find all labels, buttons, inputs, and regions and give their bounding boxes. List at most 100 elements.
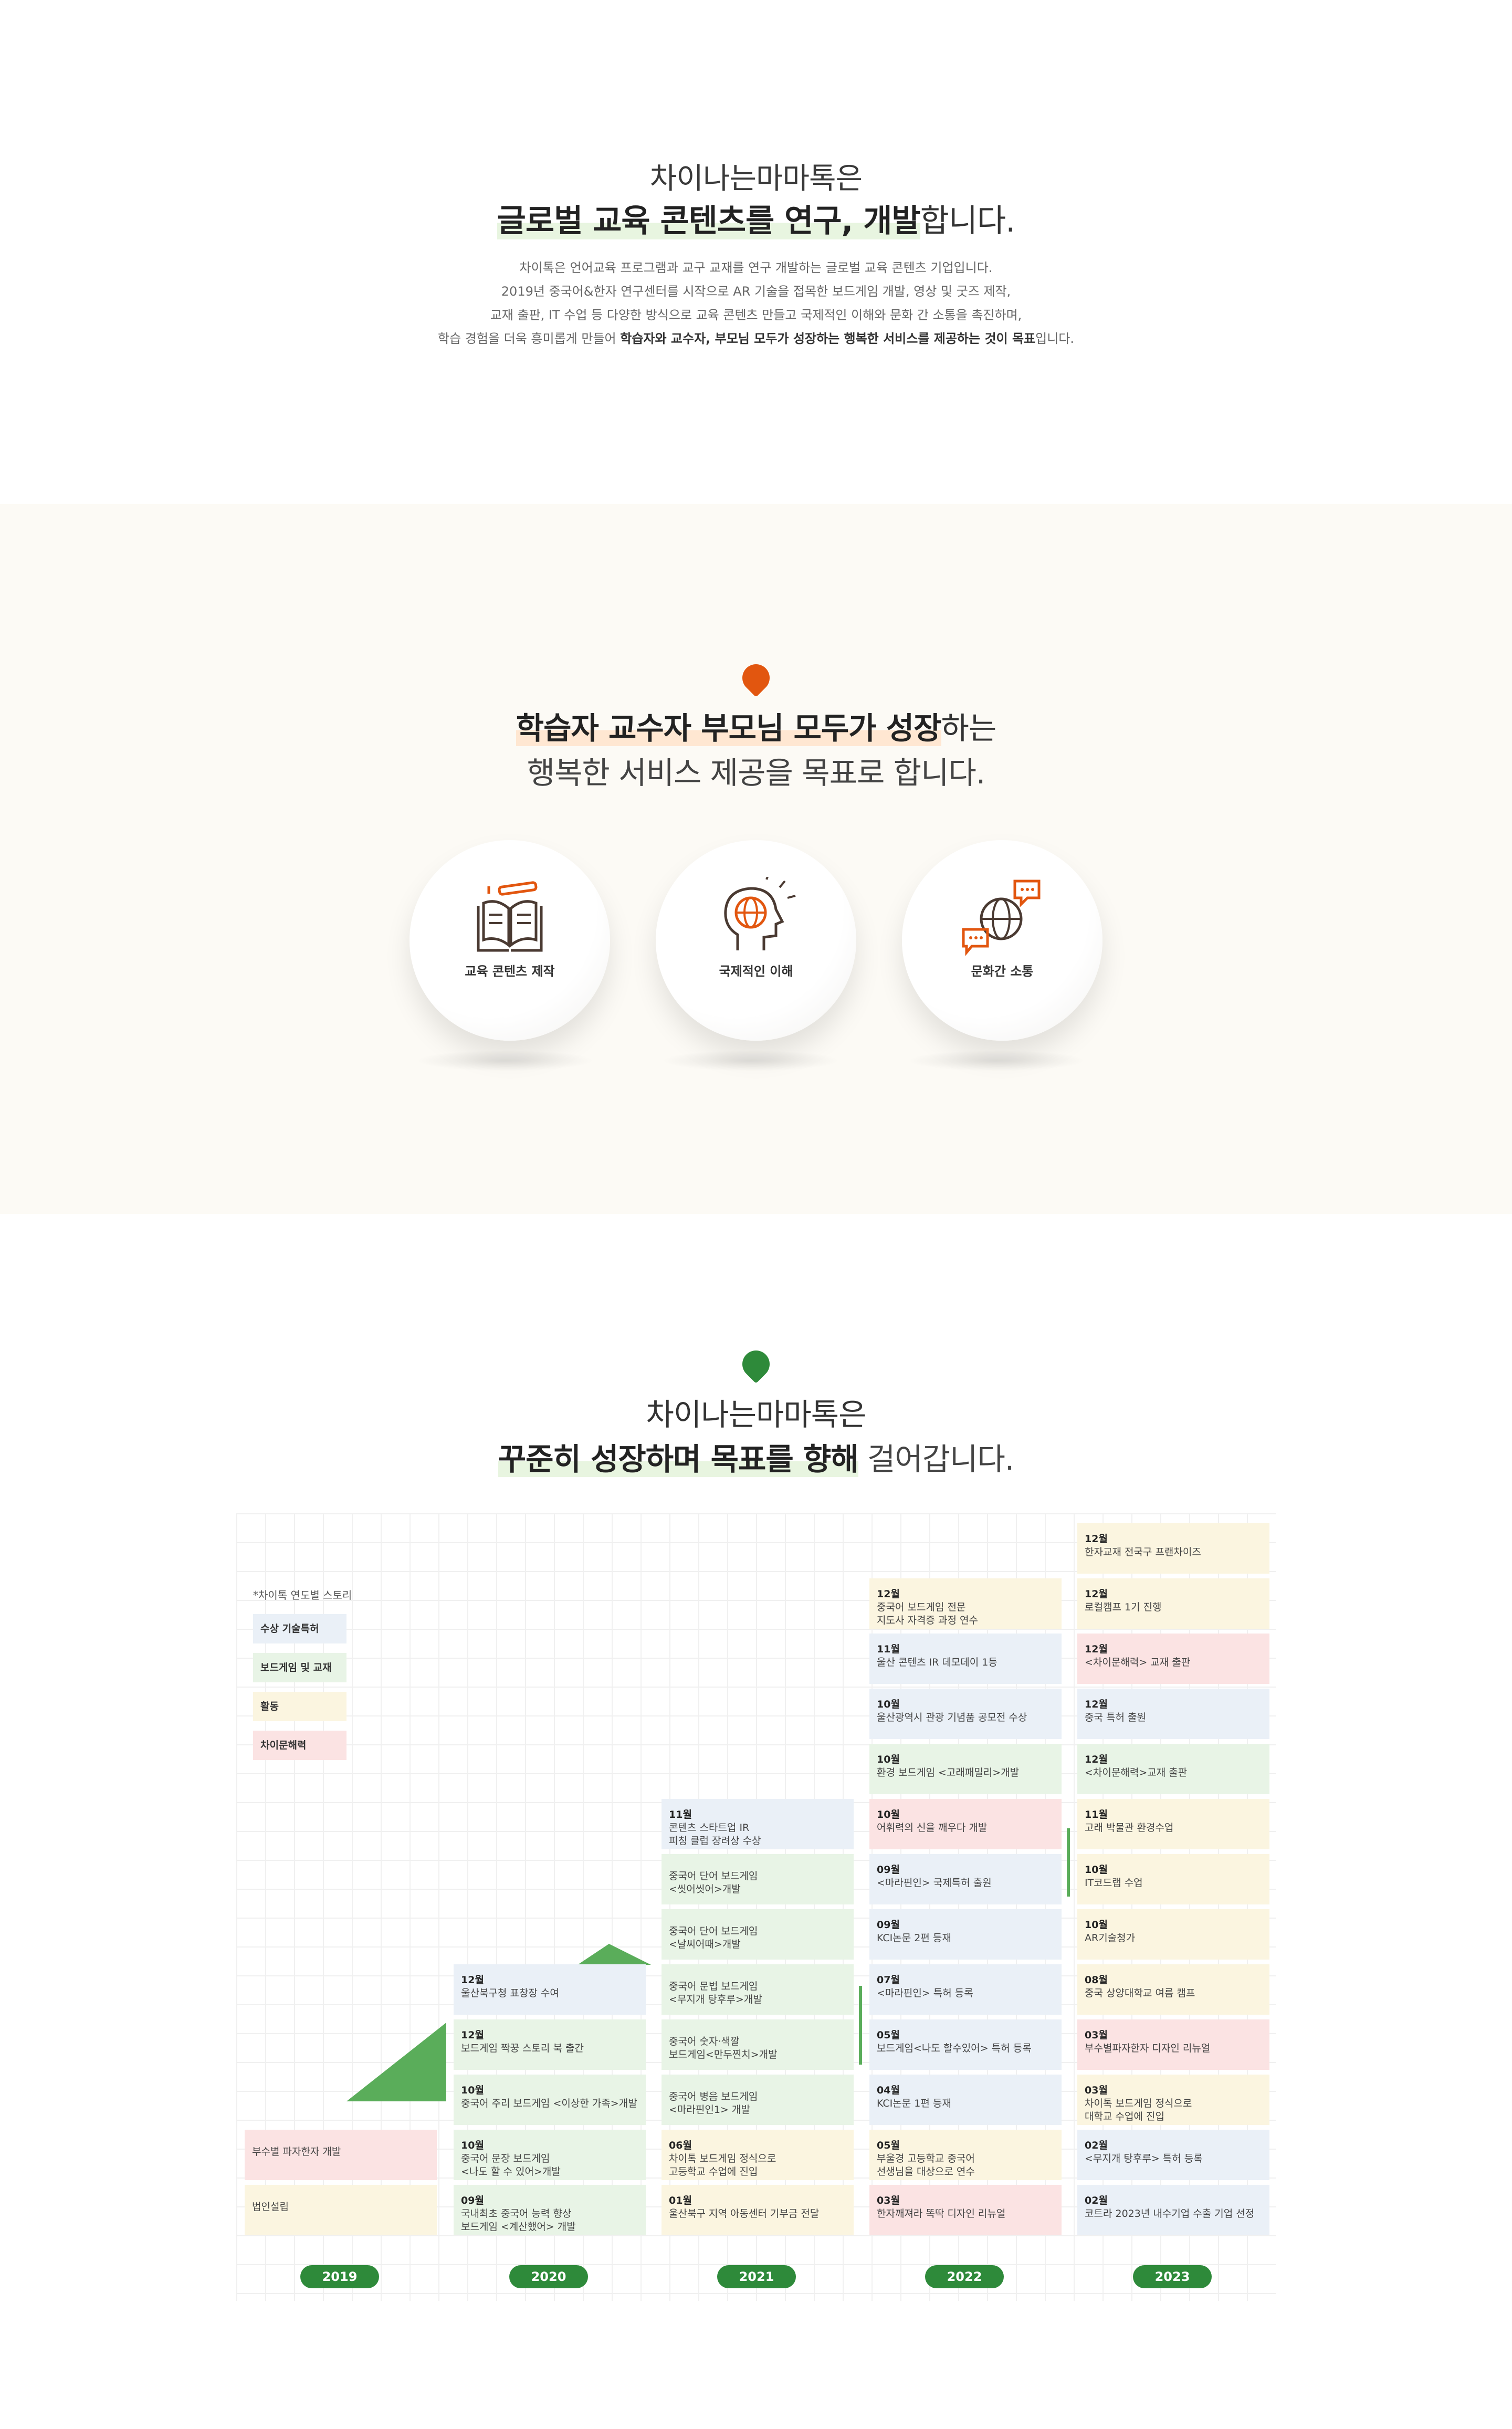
timeline-card-month: 12월 <box>461 2029 484 2041</box>
timeline-card-text: <무지개 탕후루> 특허 등록 <box>1085 2153 1203 2164</box>
year-badge-2022: 2022 <box>925 2265 1004 2288</box>
timeline-card-text: 어휘력의 신을 깨우다 개발 <box>877 1822 988 1834</box>
timeline-card-text: 국내최초 중국어 능력 향상 <box>461 2208 572 2219</box>
year-badge-2019: 2019 <box>300 2265 379 2288</box>
legend-title: *차이톡 연도별 스토리 <box>253 1589 352 1601</box>
timeline-card: 부수별 파자한자 개발 <box>245 2130 437 2180</box>
timeline-card-month: 10월 <box>461 2085 484 2096</box>
timeline-card-month: 12월 <box>1085 1699 1108 1710</box>
timeline-card-month: 10월 <box>877 1699 900 1710</box>
timeline-card: 중국어 단어 보드게임<씻어씻어>개발 <box>662 1854 854 1904</box>
year-badge-2021: 2021 <box>717 2265 796 2288</box>
timeline-card-month: 10월 <box>877 1809 900 1820</box>
timeline-card-month: 12월 <box>1085 1643 1108 1655</box>
globe-head-icon <box>724 877 796 950</box>
timeline-card-text: <차이문해력>교재 출판 <box>1085 1767 1188 1778</box>
timeline-card-month: 10월 <box>877 1754 900 1765</box>
timeline-card-text: 울산북구청 표창장 수여 <box>461 1987 559 1999</box>
mission-headline: 학습자 교수자 부모님 모두가 성장하는 <box>0 704 1512 748</box>
timeline-card: 12월<차이문해력>교재 출판 <box>1077 1744 1269 1794</box>
timeline-connector <box>1067 1828 1070 1897</box>
timeline-card-text: 중국어 문법 보드게임 <box>669 1981 758 1992</box>
timeline-connector <box>859 1986 862 2065</box>
timeline-card-month: 03월 <box>877 2195 900 2206</box>
timeline-card-text: 중국어 단어 보드게임 <box>669 1870 758 1882</box>
history-subheadline-highlight: 꾸준히 성장하며 목표를 향해 <box>498 1441 859 1477</box>
year-badge-2020: 2020 <box>509 2265 588 2288</box>
intro-description: 차이톡은 언어교육 프로그램과 교구 교재를 연구 개발하는 글로벌 교육 콘텐… <box>0 256 1512 351</box>
mission-subheadline: 행복한 서비스 제공을 목표로 합니다. <box>527 755 986 791</box>
mission-card-label: 교육 콘텐츠 제작 <box>465 964 555 979</box>
timeline-card-text: KCI논문 2편 등재 <box>877 1932 951 1944</box>
timeline-card-text: 콘텐츠 스타트업 IR <box>669 1822 750 1834</box>
timeline-card-text: 중국어 단어 보드게임 <box>669 1925 758 1937</box>
legend-activity: 활동 <box>253 1692 346 1721</box>
timeline-card-text: 울산광역시 관광 기념품 공모전 수상 <box>877 1712 1027 1723</box>
speech-bubble-icon <box>737 658 775 697</box>
timeline-card-text: 한자깨져라 똑딱 디자인 리뉴얼 <box>877 2208 1006 2219</box>
history-headline: 차이나는마마톡은 <box>646 1397 867 1432</box>
timeline-card-text: 보드게임<나도 할수있어> 특허 등록 <box>877 2043 1032 2054</box>
circle-shadow <box>416 1050 594 1071</box>
timeline-card-text: <차이문해력> 교재 출판 <box>1085 1657 1191 1668</box>
timeline-card-text: 중국어 병음 보드게임 <box>669 2091 758 2102</box>
timeline-card-month: 06월 <box>669 2140 692 2151</box>
timeline-card-month: 10월 <box>1085 1919 1108 1931</box>
timeline-card-text: 고래 박물관 환경수업 <box>1085 1822 1174 1834</box>
mission-card-label: 문화간 소통 <box>971 964 1034 979</box>
timeline-card-text: 부수별 파자한자 개발 <box>252 2146 341 2158</box>
timeline-card-text: 코트라 2023년 내수기업 수출 기업 선정 <box>1085 2208 1255 2219</box>
timeline-card-text: 중국 상양대학교 여름 캠프 <box>1085 1987 1195 1999</box>
timeline-card-text: 보드게임<만두찐치>개발 <box>669 2049 778 2060</box>
mission-card-understanding: 국제적인 이해 <box>656 840 856 1041</box>
timeline-card: 09월<마라핀인> 국제특허 출원 <box>869 1854 1062 1904</box>
timeline-card-text: <마라핀인1> 개발 <box>669 2104 750 2116</box>
legend-award-patent: 수상 기술특허 <box>253 1614 346 1643</box>
timeline-card-month: 03월 <box>1085 2085 1108 2096</box>
intro-desc-bold: 학습자와 교수자, 부모님 모두가 성장하는 행복한 서비스를 제공하는 것이 … <box>620 331 1036 346</box>
timeline-card-text: 차이톡 보드게임 정식으로 <box>1085 2098 1192 2109</box>
timeline-card-month: 07월 <box>877 1974 900 1986</box>
timeline-card-text: <나도 할 수 있어>개발 <box>461 2166 561 2177</box>
timeline-card-text: 로컬캠프 1기 진행 <box>1085 1601 1162 1613</box>
timeline-card-text: 환경 보드게임 <고래패밀리>개발 <box>877 1767 1020 1778</box>
timeline-card-month: 11월 <box>877 1643 900 1655</box>
mission-card-communication: 문화간 소통 <box>902 840 1102 1041</box>
growth-stair-shape <box>346 1944 651 2101</box>
timeline-card-month: 12월 <box>1085 1588 1108 1600</box>
timeline-card-text: 중국어 보드게임 전문 <box>877 1601 966 1613</box>
timeline-card-text: <무지개 탕후루>개발 <box>669 1994 762 2005</box>
mission-card-education: 교육 콘텐츠 제작 <box>410 840 610 1041</box>
timeline-card-text: <마라핀인> 국제특허 출원 <box>877 1877 992 1889</box>
timeline-card-text: 지도사 자격증 과정 연수 <box>877 1615 978 1626</box>
timeline-card-text: 한자교재 전국구 프랜차이즈 <box>1085 1546 1201 1558</box>
timeline-card-text: 울산북구 지역 아동센터 기부금 전달 <box>669 2208 820 2219</box>
timeline-card-text: 피칭 클럽 장려상 수상 <box>669 1835 761 1847</box>
legend-literacy: 차이문해력 <box>253 1731 346 1760</box>
intro-section: 차이나는마마톡은 글로벌 교육 콘텐츠를 연구, 개발합니다. 차이톡은 언어교… <box>0 0 1512 504</box>
intro-title: 글로벌 교육 콘텐츠를 연구, 개발합니다. <box>0 195 1512 241</box>
timeline-card-month: 10월 <box>1085 1864 1108 1876</box>
intro-desc-line: 차이톡은 언어교육 프로그램과 교구 교재를 연구 개발하는 글로벌 교육 콘텐… <box>519 260 993 275</box>
legend-boardgame: 보드게임 및 교재 <box>253 1653 346 1682</box>
history-section: 차이나는마마톡은 꾸준히 성장하며 목표를 향해 걸어갑니다. *차이톡 연도별… <box>0 1214 1512 2429</box>
timeline-card-text: 보드게임 짝꿍 스토리 북 출간 <box>461 2043 584 2054</box>
timeline-card-text: IT코드랩 수업 <box>1085 1877 1143 1889</box>
